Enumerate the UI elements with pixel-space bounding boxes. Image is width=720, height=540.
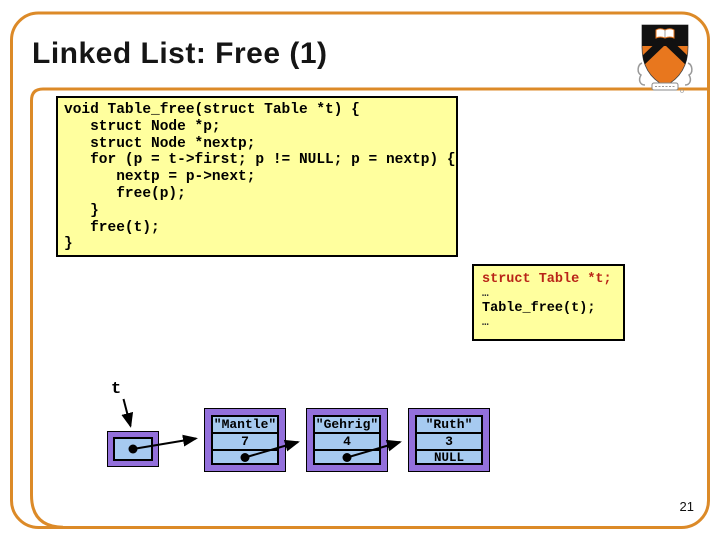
node-name-cell: "Gehrig" xyxy=(315,417,379,434)
list-node-gehrig: "Gehrig" 4 xyxy=(306,408,388,472)
motto-banner xyxy=(651,82,679,91)
list-node-ruth: "Ruth" 3 NULL xyxy=(408,408,490,472)
code-line: nextp = p->next; xyxy=(64,169,256,186)
node-next-cell xyxy=(315,451,379,463)
table-pointer-label: t xyxy=(111,380,122,399)
page-number: 21 xyxy=(679,499,694,514)
node-value-cell: 3 xyxy=(417,434,481,451)
call-snippet-box: struct Table *t; … Table_free(t); … xyxy=(472,264,625,341)
node-next-cell: NULL xyxy=(433,451,464,465)
princeton-shield-logo xyxy=(637,24,693,93)
ellipsis: … xyxy=(482,288,489,300)
node-cells: "Mantle" 7 xyxy=(211,415,279,465)
code-line: } xyxy=(64,236,73,253)
code-line: } xyxy=(64,202,99,219)
code-line: free(p); xyxy=(64,185,186,202)
node-value-cell: 4 xyxy=(315,434,379,451)
table-first-field xyxy=(113,437,153,461)
content-area-border xyxy=(30,87,709,529)
table-struct-box xyxy=(107,431,159,467)
ellipsis: … xyxy=(482,317,489,329)
code-line: struct Node *p; xyxy=(64,118,221,135)
code-line: for (p = t->first; p != NULL; p = nextp)… xyxy=(64,152,456,169)
code-line: struct Node *nextp; xyxy=(64,135,256,152)
node-name-cell: "Mantle" xyxy=(213,417,277,434)
node-cells: "Ruth" 3 NULL xyxy=(415,415,483,465)
right-scroll-ornament xyxy=(684,62,693,86)
shield-chevron xyxy=(642,34,688,67)
call-line: Table_free(t); xyxy=(482,301,596,316)
node-next-cell xyxy=(213,451,277,463)
outer-border xyxy=(10,11,710,529)
list-node-mantle: "Mantle" 7 xyxy=(204,408,286,472)
declaration-line: struct Table *t; xyxy=(482,272,612,287)
node-cells: "Gehrig" 4 xyxy=(313,415,381,465)
code-box: void Table_free(struct Table *t) { struc… xyxy=(56,96,458,257)
page-title: Linked List: Free (1) xyxy=(32,37,328,70)
copyright-mark xyxy=(680,89,684,93)
node-name-cell: "Ruth" xyxy=(417,417,481,434)
left-scroll-ornament xyxy=(637,62,646,86)
code-line: free(t); xyxy=(64,219,160,236)
node-value-cell: 7 xyxy=(213,434,277,451)
code-line: void Table_free(struct Table *t) { xyxy=(64,102,360,118)
